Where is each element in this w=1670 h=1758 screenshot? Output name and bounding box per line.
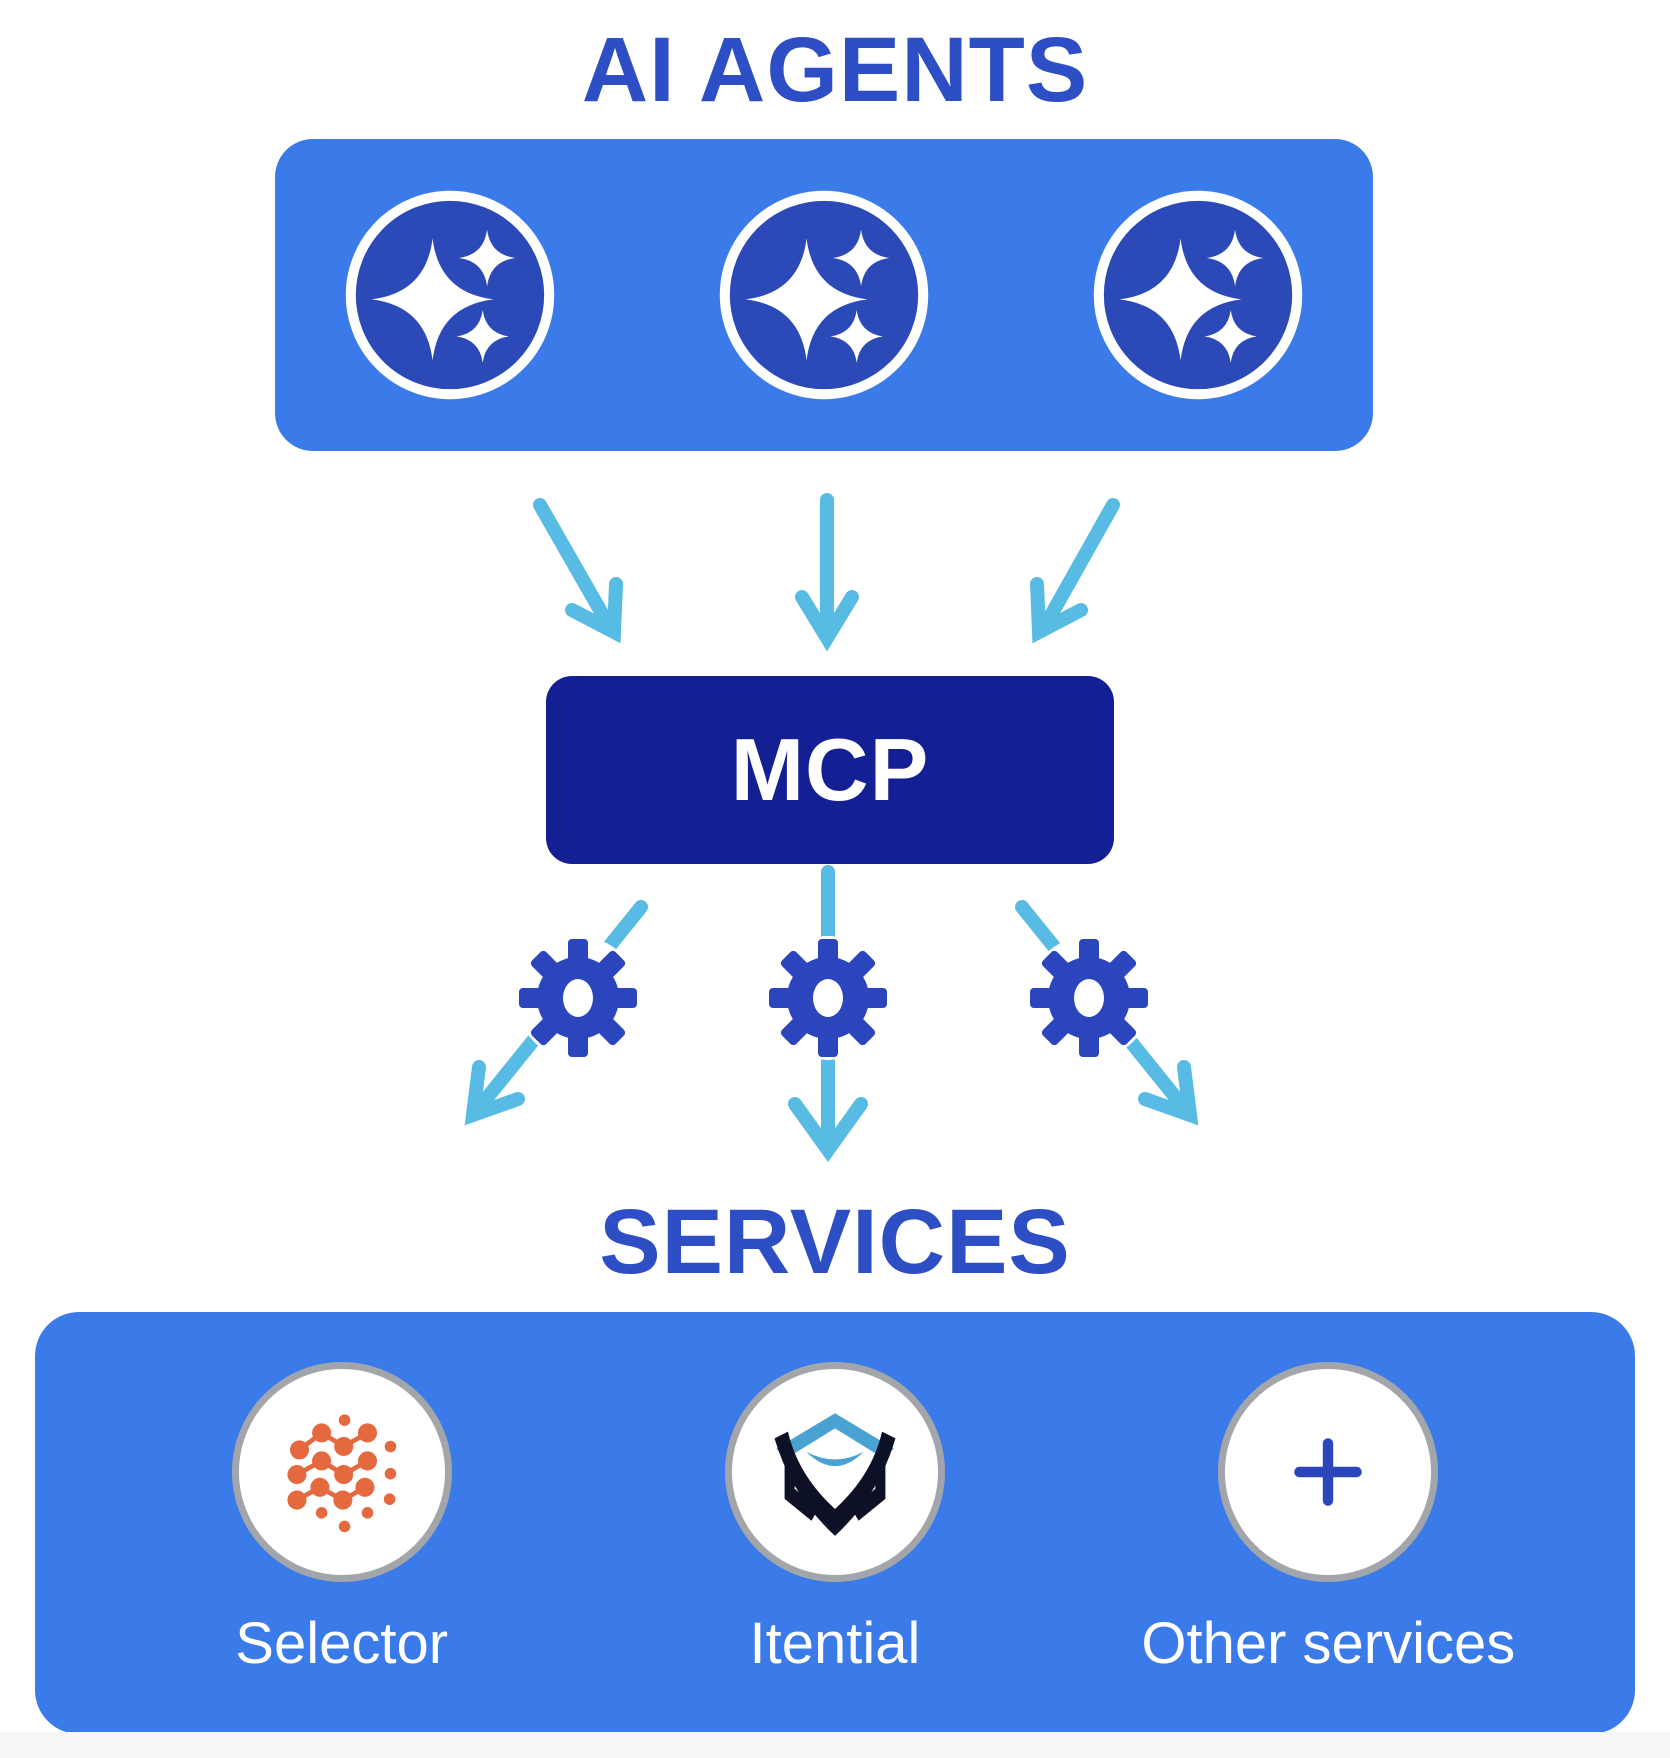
service-item-itential: Itential: [588, 1362, 1081, 1677]
gear-icon: [516, 936, 640, 1060]
service-label-other-services: Other services: [1141, 1611, 1516, 1676]
selector-logo-badge: [231, 1362, 452, 1582]
sparkles-icon: [719, 190, 929, 400]
ai-agents-title: AI AGENTS: [581, 19, 1089, 121]
ai-agent-badge: [1089, 186, 1307, 404]
service-label-selector: Selector: [235, 1611, 449, 1676]
arrow-mcp-to-service-center: [788, 865, 868, 1163]
itential-logo-badge: [724, 1362, 945, 1582]
sparkles-icon: [345, 190, 555, 400]
mcp-label: MCP: [730, 720, 930, 819]
selector-network-icon: [287, 1414, 396, 1533]
other-services-badge: [1218, 1362, 1439, 1582]
arrow-mcp-to-service-left: [464, 900, 648, 1126]
services-panel: Selector Itential: [35, 1312, 1635, 1734]
gear-icon: [766, 936, 890, 1060]
gear-icon: [1027, 936, 1151, 1060]
service-item-selector: Selector: [95, 1362, 588, 1677]
ai-agent-badge: [341, 186, 559, 404]
sparkles-icon: [1093, 190, 1303, 400]
ai-agents-panel: [275, 139, 1373, 451]
services-title: SERVICES: [599, 1191, 1071, 1293]
mcp-box: MCP: [546, 676, 1114, 864]
plus-icon: [1294, 1438, 1363, 1506]
arrow-agent-to-mcp-center: [795, 493, 859, 652]
arrow-agent-to-mcp-left: [533, 498, 623, 644]
itential-logo-icon: [774, 1413, 896, 1536]
footer-strip: [0, 1732, 1670, 1758]
service-label-itential: Itential: [749, 1611, 921, 1676]
service-item-other: Other services: [1082, 1362, 1575, 1677]
arrow-agent-to-mcp-right: [1030, 498, 1120, 644]
arrow-mcp-to-service-right: [1015, 900, 1199, 1126]
ai-agent-badge: [715, 186, 933, 404]
